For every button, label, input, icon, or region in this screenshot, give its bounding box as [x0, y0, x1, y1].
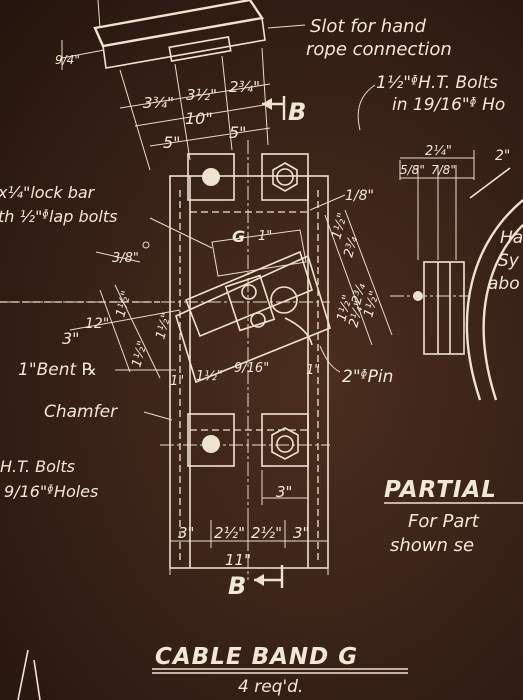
dim-12: 12" [85, 316, 109, 332]
dim-2-3-4-a: 2¾ [341, 235, 361, 259]
bottom-bolt-left [187, 413, 235, 467]
corner-dim-2: 2" [495, 148, 510, 164]
callout-slot-line1: Slot for hand [310, 16, 427, 37]
dim-2-3-4-top: 2¾" [229, 78, 260, 96]
dim-5-8: 5/8" [400, 163, 425, 177]
dim-1-1-2-a: 1½" [329, 211, 350, 241]
corner-fragment [17, 649, 41, 700]
dim-1-8: 1/8" [345, 188, 374, 204]
dim-1-1-2-left: 1½" [113, 289, 134, 319]
callout-chamfer: Chamfer [44, 402, 118, 422]
left-tilted-dims [69, 284, 181, 379]
dim-1-b: 1" [306, 363, 320, 378]
dim-2-1-4: 2¼" [425, 144, 452, 159]
top-hanger-bar [61, 0, 266, 70]
eighth-leader [309, 194, 346, 211]
dim-1-1-2-c: 1½" [334, 293, 355, 323]
bottom-dimension-lines [169, 520, 329, 575]
label-g: G [232, 227, 245, 246]
slot-leader [267, 24, 306, 29]
dim-1-a: 1" [170, 374, 184, 389]
bottom-dim-3a: 3" [178, 524, 194, 542]
callout-bolts-top-line2: in 19/16"ᶲ Ho [392, 95, 505, 115]
top-bolt-right [261, 153, 309, 201]
dim-1-1-2-f: 1½" [196, 369, 223, 384]
callout-right-2: Sy [498, 251, 520, 271]
dim-1-1-2-b: 1½" [361, 289, 382, 319]
section-mark-bottom: B [228, 572, 246, 600]
bolts-leader [357, 84, 376, 131]
dim-7-8: 7/8" [431, 163, 456, 177]
section-mark-top: B [288, 98, 306, 126]
mid-3-dim [261, 470, 309, 505]
dim-9-4: 9/4" [55, 53, 80, 67]
section-arrowhead-top [262, 98, 272, 110]
three-eighths-leader [95, 251, 141, 263]
bottom-bolt-right [261, 413, 309, 467]
callout-bolts-top-line1: 1½"ᶲH.T. Bolts [376, 73, 498, 93]
partial-note-1: For Part [408, 511, 480, 532]
lock-bar-leader [149, 217, 213, 249]
callout-right-1: Ha [500, 228, 523, 248]
callout-bolts-left-line1: H.T. Bolts [0, 457, 75, 476]
dim-1-1-2-d: 1½" [129, 339, 150, 369]
dim-1-1-2-e: 1½" [153, 311, 174, 341]
pin-leader [319, 345, 341, 373]
section-arrowhead-bottom [254, 574, 264, 586]
dim-2-1-4-b: 2¼" [346, 299, 367, 329]
inner-link-plates [175, 229, 331, 384]
bottom-dim-11: 11" [225, 551, 251, 569]
dim-5a: 5" [163, 133, 181, 152]
dim-3-3-4: 3¾" [143, 94, 174, 112]
partial-note-2: shown se [390, 535, 474, 556]
right-stack-dims [324, 209, 393, 346]
callout-lock-bar-line2: th ½"ᶲlap bolts [0, 207, 117, 226]
dim-1-pp: 1" [258, 229, 272, 244]
dim-3: 3" [62, 329, 80, 348]
dim-10: 10" [185, 109, 213, 128]
callout-right-3: abo [488, 274, 520, 294]
bottom-dim-2-1-2a: 2½" [214, 524, 245, 542]
dim-2-3-4-b: 2¾ [349, 282, 369, 306]
drawing-title: CABLE BAND G [155, 644, 358, 670]
callout-bent-plate: 1"Bent ℞ [18, 360, 97, 380]
partial-title: PARTIAL [384, 477, 497, 503]
dim-3-mid: 3" [276, 483, 292, 501]
right-section-view [390, 150, 523, 401]
drawing-subtitle: 4 req'd. [238, 677, 303, 697]
dim-5b: 5" [229, 123, 247, 142]
bottom-dim-3b: 3" [293, 524, 309, 542]
callout-slot-line2: rope connection [306, 39, 452, 60]
bottom-dim-2-1-2b: 2½" [251, 524, 282, 542]
callout-bolts-left-line2: 9/16"ᶲHoles [4, 482, 98, 501]
chamfer-leader [143, 411, 173, 421]
dim-3-1-2-top: 3½" [186, 86, 217, 104]
dim-9-16: 9/16" [234, 361, 269, 376]
top-dimension-lines [119, 47, 271, 171]
ref-circle [142, 241, 150, 249]
dim-3-8: 3/8" [112, 251, 139, 266]
callout-pin: 2"ᶲPin [342, 367, 393, 387]
top-bolt-left [187, 153, 235, 201]
callout-lock-bar-line1: x¼"lock bar [0, 183, 96, 202]
